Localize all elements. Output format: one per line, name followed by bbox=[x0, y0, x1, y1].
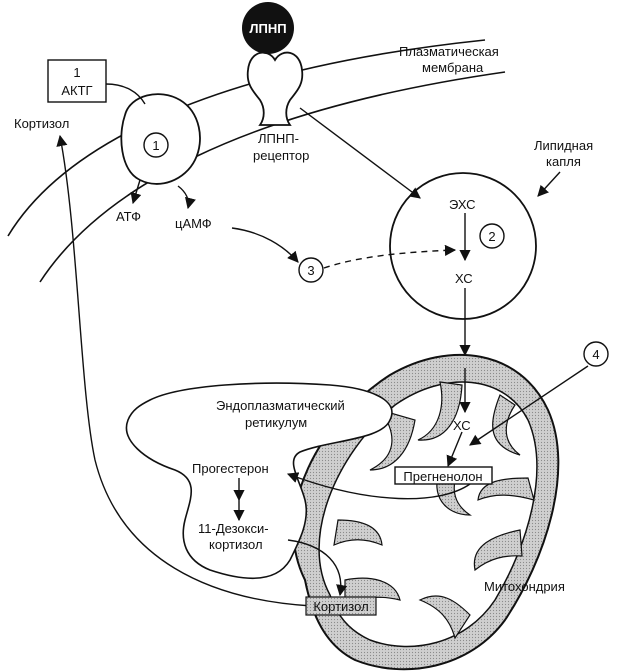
mitochondria-label: Митохондрия bbox=[484, 579, 565, 594]
hs-droplet-label: ХС bbox=[455, 271, 473, 286]
plasma-membrane-label-2: мембрана bbox=[422, 60, 484, 75]
arrow-to-camp bbox=[177, 185, 196, 210]
cortisol-out-label: Кортизол bbox=[14, 116, 69, 131]
lipid-droplet-label-1: Липидная bbox=[534, 138, 593, 153]
step-2-marker: 2 bbox=[479, 223, 505, 249]
lipid-droplet-label-2: капля bbox=[546, 154, 581, 169]
svg-text:3: 3 bbox=[307, 263, 314, 278]
step-1-marker: 1 bbox=[143, 132, 169, 158]
step-3-marker: 3 bbox=[298, 257, 324, 283]
arrow-to-atp bbox=[130, 179, 142, 205]
arrow-receptor-to-droplet bbox=[299, 107, 421, 199]
pregnenolone-box bbox=[394, 466, 493, 485]
camp-label: цАМФ bbox=[175, 216, 212, 231]
pregnenolone-label: Прегненолон bbox=[403, 469, 482, 484]
arrow-step3-to-droplet bbox=[323, 244, 457, 269]
acth-label: АКТГ bbox=[61, 83, 92, 98]
svg-text:1: 1 bbox=[152, 138, 159, 153]
acth-to-receptor-line bbox=[105, 83, 146, 105]
plasma-membrane-label-1: Плазматическая bbox=[399, 44, 499, 59]
arrow-camp-to-step3 bbox=[231, 227, 299, 263]
ehs-label: ЭХС bbox=[449, 197, 476, 212]
arrow-pregnenolone-to-progesterone bbox=[286, 472, 471, 500]
cortisol-mito-box bbox=[305, 596, 377, 616]
er-label-2: ретикулум bbox=[245, 415, 307, 430]
atp-label: АТФ bbox=[116, 209, 141, 224]
arrow-hs-to-pregnenolone bbox=[446, 431, 463, 468]
arrow-to-lipid-droplet-label bbox=[537, 171, 561, 197]
arrow-cortisol-out bbox=[56, 134, 313, 607]
ldl-label: ЛПНП bbox=[249, 21, 286, 36]
ldl-receptor-label-1: ЛПНП- bbox=[258, 131, 299, 146]
cortisol-mito-label: Кортизол bbox=[313, 599, 368, 614]
hs-mito-label: ХС bbox=[453, 418, 471, 433]
svg-text:4: 4 bbox=[592, 347, 599, 362]
endoplasmic-reticulum bbox=[125, 382, 393, 579]
svg-text:2: 2 bbox=[488, 229, 495, 244]
progesterone-label: Прогестерон bbox=[192, 461, 269, 476]
ldl-receptor-label-2: рецептор bbox=[253, 148, 309, 163]
arrow-deoxy-to-cortisol bbox=[287, 539, 348, 597]
deoxy-label-2: кортизол bbox=[209, 537, 263, 552]
deoxy-label-1: 11-Дезокси- bbox=[198, 521, 269, 536]
lipid-droplet bbox=[389, 172, 537, 320]
arrow-step4-to-pregnenolone bbox=[469, 365, 589, 446]
acth-box bbox=[47, 59, 107, 103]
step-4-marker: 4 bbox=[583, 341, 609, 367]
acth-number: 1 bbox=[73, 65, 80, 80]
ldl-receptor bbox=[246, 51, 304, 126]
er-label-1: Эндоплазматический bbox=[216, 398, 345, 413]
ldl-particle bbox=[242, 2, 294, 54]
